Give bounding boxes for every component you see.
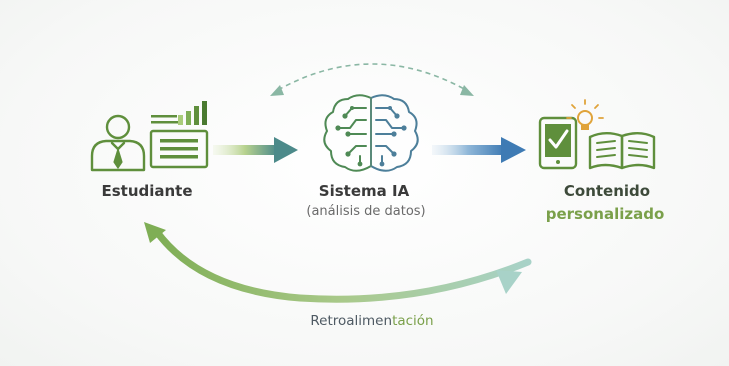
feedback-label-tail: tación (392, 313, 434, 329)
content-label-line2: personalizado (545, 205, 665, 223)
ai-system-subtitle: (análisis de datos) (306, 204, 426, 219)
feedback-label: Retroalimentación (310, 313, 433, 329)
student-label: Estudiante (101, 182, 193, 200)
tablet-check-icon (538, 116, 578, 170)
content-label-line1: Contenido (563, 182, 651, 200)
open-book-icon (588, 132, 656, 170)
feedback-label-main: Retroalimen (310, 313, 393, 329)
student-icon (90, 114, 146, 172)
lightbulb-icon (566, 99, 604, 130)
feedback-arc-arrow (144, 222, 532, 303)
dashed-double-arrow (270, 63, 474, 96)
ai-system-title: Sistema IA (318, 182, 410, 200)
brain-circuit-icon (323, 94, 419, 172)
arrow-student-to-ai (213, 137, 298, 163)
report-board-icon (149, 101, 209, 169)
arrow-ai-to-content (432, 137, 526, 163)
